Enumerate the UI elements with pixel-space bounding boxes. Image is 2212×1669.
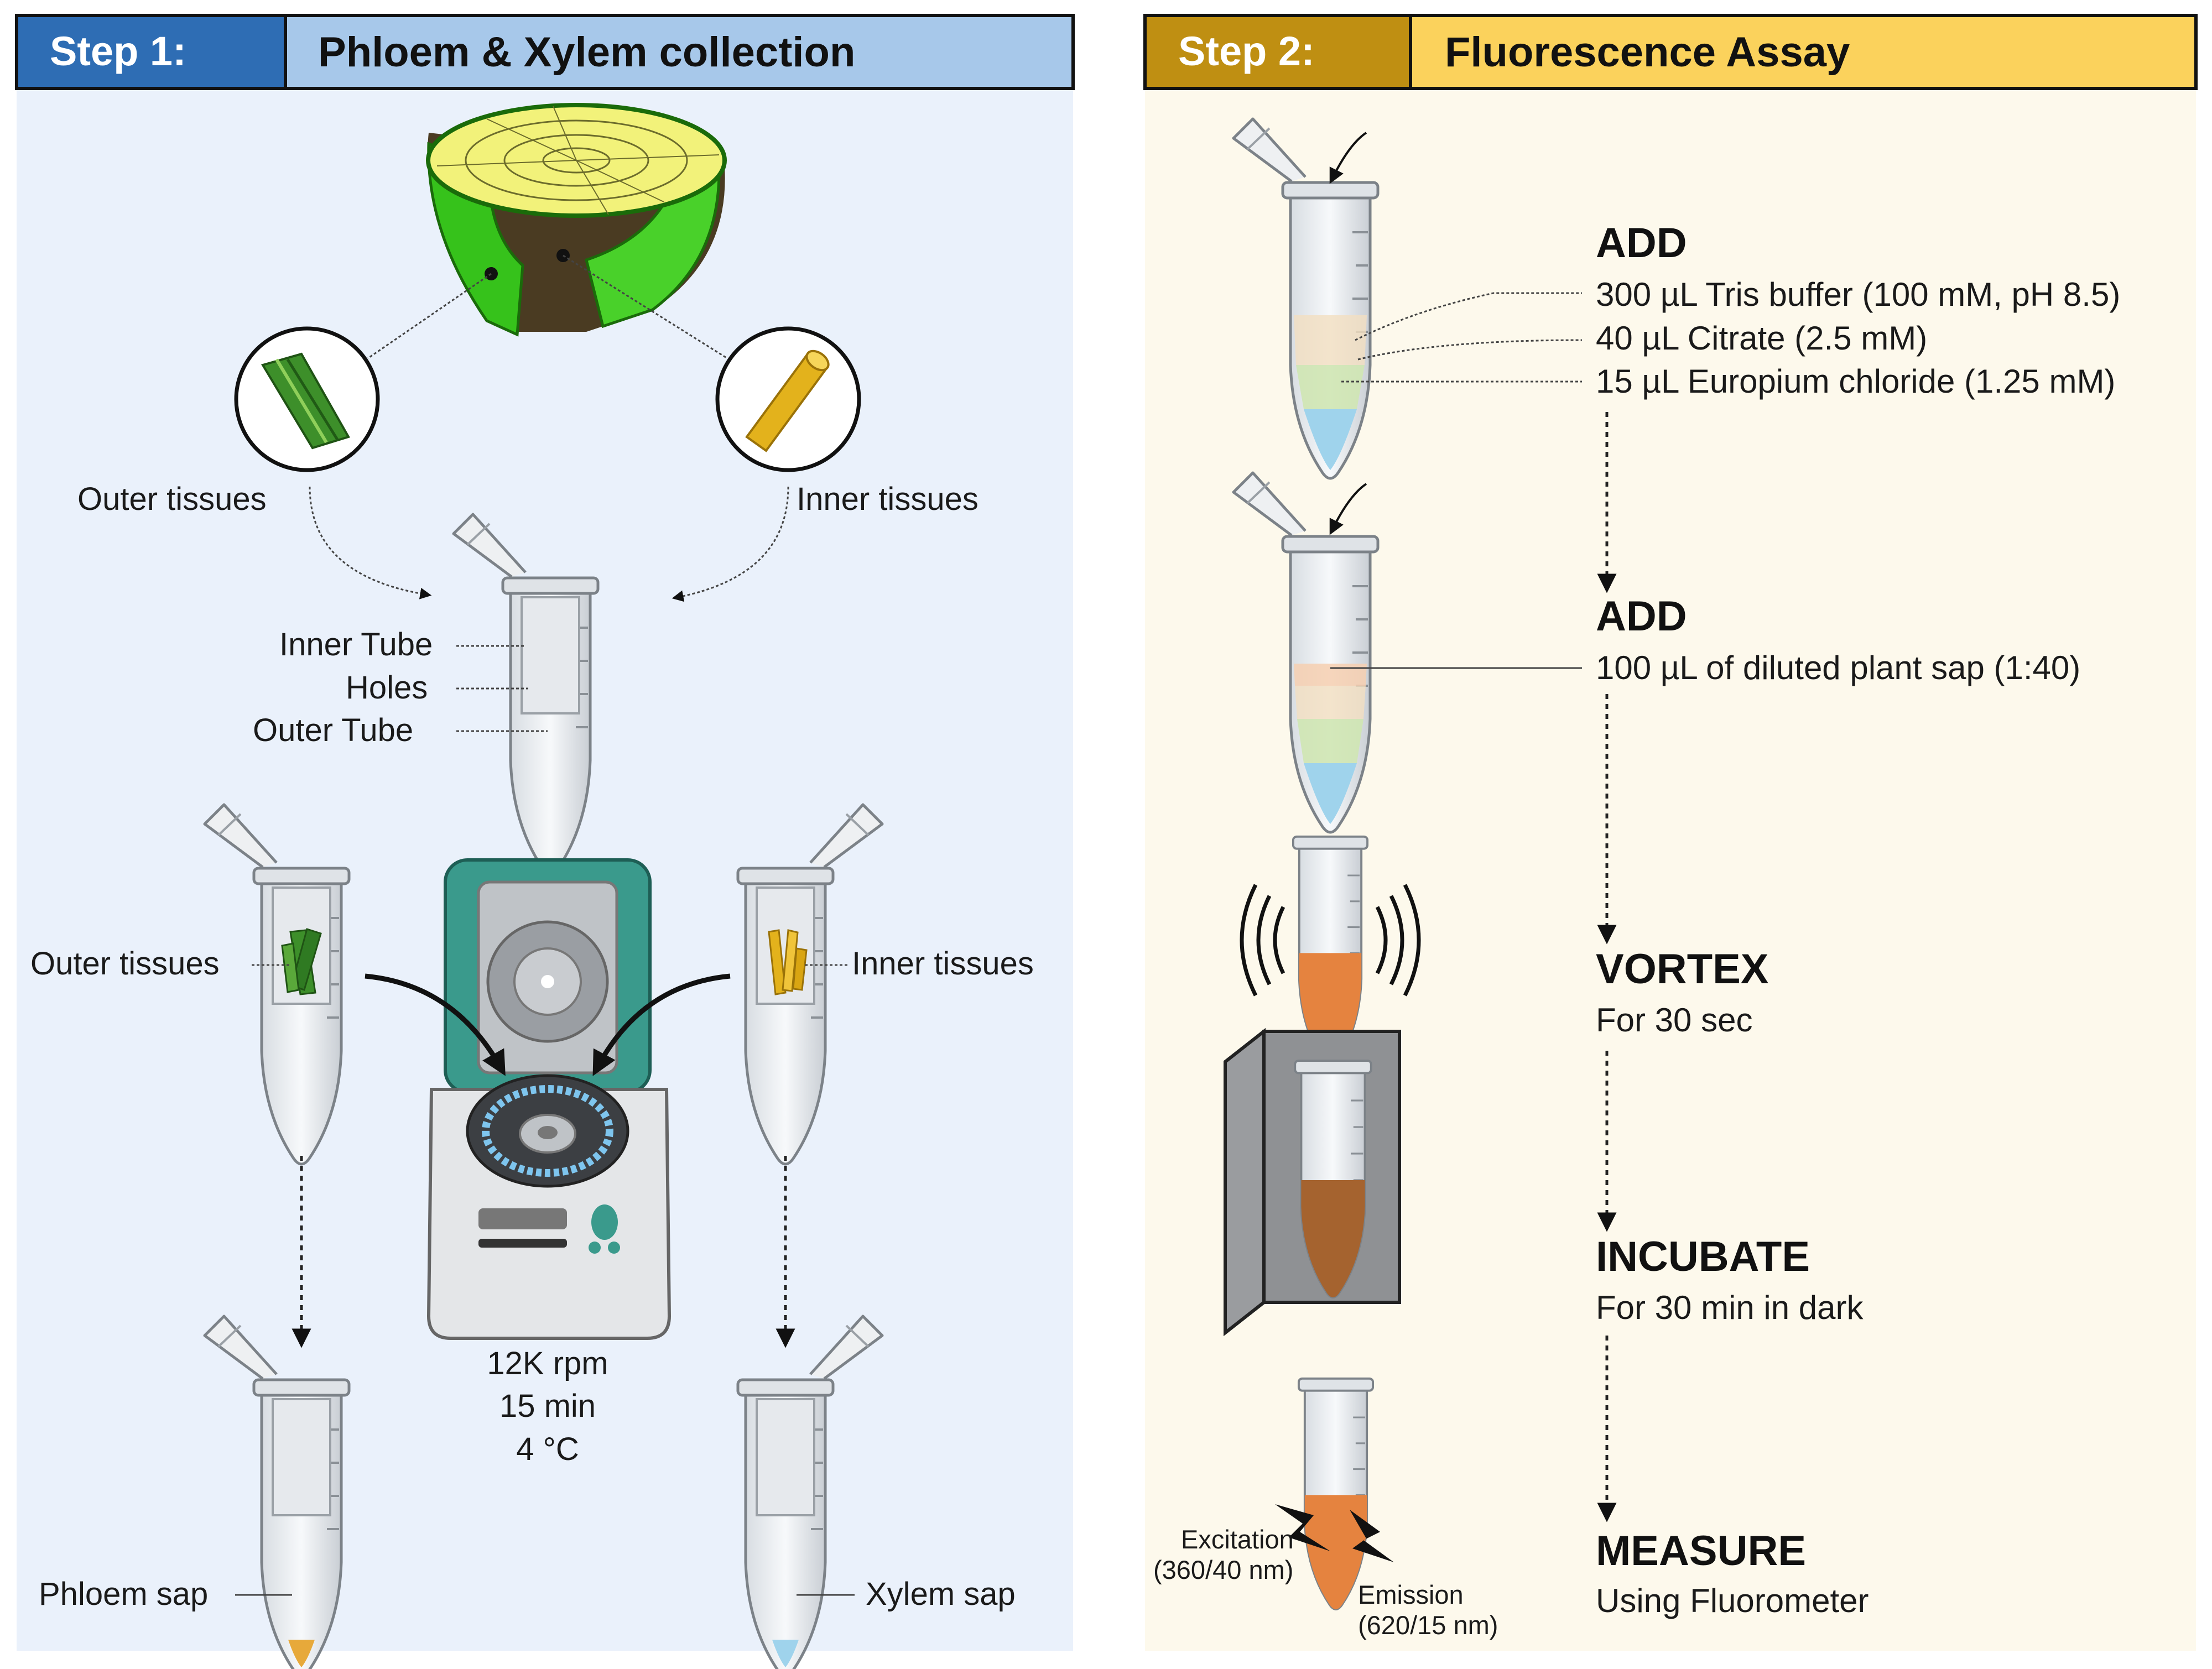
add1-title: ADD [1596, 220, 1687, 267]
centrifuge-time: 15 min [499, 1388, 596, 1424]
add-reagents-tube [1233, 119, 1378, 478]
outer-tissues-magnified-icon [234, 326, 380, 472]
measure-tube [1297, 1377, 1375, 1611]
step1-title: Phloem & Xylem collection [318, 29, 855, 76]
add1-citrate: 40 µL Citrate (2.5 mM) [1596, 320, 1927, 357]
add1-tris-buffer: 300 µL Tris buffer (100 mM, pH 8.5) [1596, 276, 2120, 313]
centrifuge-temperature: 4 °C [516, 1431, 579, 1467]
citrate-leader [1357, 339, 1583, 361]
outer-tissue-leader [367, 273, 492, 359]
outer-tube-label: Outer Tube [253, 712, 413, 748]
add1-pipette-arrow [1329, 132, 1367, 184]
inner-tissue-leader [563, 254, 728, 359]
xylem-sap-label: Xylem sap [866, 1576, 1016, 1612]
tube-outer-tissues-label: Outer tissues [30, 946, 220, 982]
tube-with-outer-tissues [205, 805, 349, 1164]
add1-europium-chloride: 15 µL Europium chloride (1.25 mM) [1596, 363, 2115, 400]
stem-cross-section-illustration [426, 103, 727, 337]
step1-number-box [15, 14, 287, 90]
measure-instrument: Using Fluorometer [1596, 1582, 1869, 1619]
outer-tissues-label: Outer tissues [77, 481, 267, 517]
step2-number-box [1143, 14, 1412, 90]
inner-tube-label: Inner Tube [279, 627, 433, 663]
step2-title: Fluorescence Assay [1445, 29, 1850, 76]
step2-number: Step 2: [1178, 28, 1315, 74]
centrifuge-illustration [426, 858, 672, 1340]
measure-title: MEASURE [1596, 1527, 1806, 1574]
inner-to-tube-arrow [672, 486, 789, 602]
vortex-vibration-icon [1240, 884, 1421, 997]
excitation-label: Excitation [1181, 1525, 1294, 1554]
lightning-icon [1275, 1504, 1394, 1562]
inner-tissues-label: Inner tissues [797, 481, 979, 517]
vortex-title: VORTEX [1596, 946, 1769, 993]
phloem-sap-tube [205, 1316, 349, 1669]
inner-tissues-magnified-icon [715, 326, 861, 472]
add-sap-tube [1233, 473, 1378, 832]
outer-to-tube-arrow [309, 486, 432, 599]
emission-wavelength: (620/15 nm) [1358, 1610, 1498, 1640]
phloem-sap-label: Phloem sap [39, 1576, 208, 1612]
tris-leader [1355, 292, 1582, 341]
tube-with-inner-tissues [738, 805, 882, 1164]
incubate-conditions: For 30 min in dark [1596, 1289, 1864, 1326]
emission-label: Emission [1358, 1580, 1464, 1609]
vortex-duration: For 30 sec [1596, 1002, 1752, 1039]
left-tube-to-centrifuge-arrow [365, 973, 506, 1076]
step1-number: Step 1: [50, 28, 186, 74]
dark-incubation-box [1224, 1028, 1401, 1337]
add2-pipette-arrow [1329, 483, 1367, 535]
tube-inner-tissues-label: Inner tissues [852, 946, 1034, 982]
xylem-sap-tube [738, 1316, 882, 1669]
right-tube-to-centrifuge-arrow [592, 973, 731, 1076]
incubate-title: INCUBATE [1596, 1233, 1810, 1280]
step1-title-box [284, 14, 1075, 90]
add2-title: ADD [1596, 593, 1687, 640]
excitation-wavelength: (360/40 nm) [1153, 1555, 1293, 1584]
add2-plant-sap: 100 µL of diluted plant sap (1:40) [1596, 649, 2080, 686]
step2-title-box [1409, 14, 2198, 90]
holes-label: Holes [346, 670, 428, 706]
centrifuge-speed: 12K rpm [487, 1345, 608, 1381]
